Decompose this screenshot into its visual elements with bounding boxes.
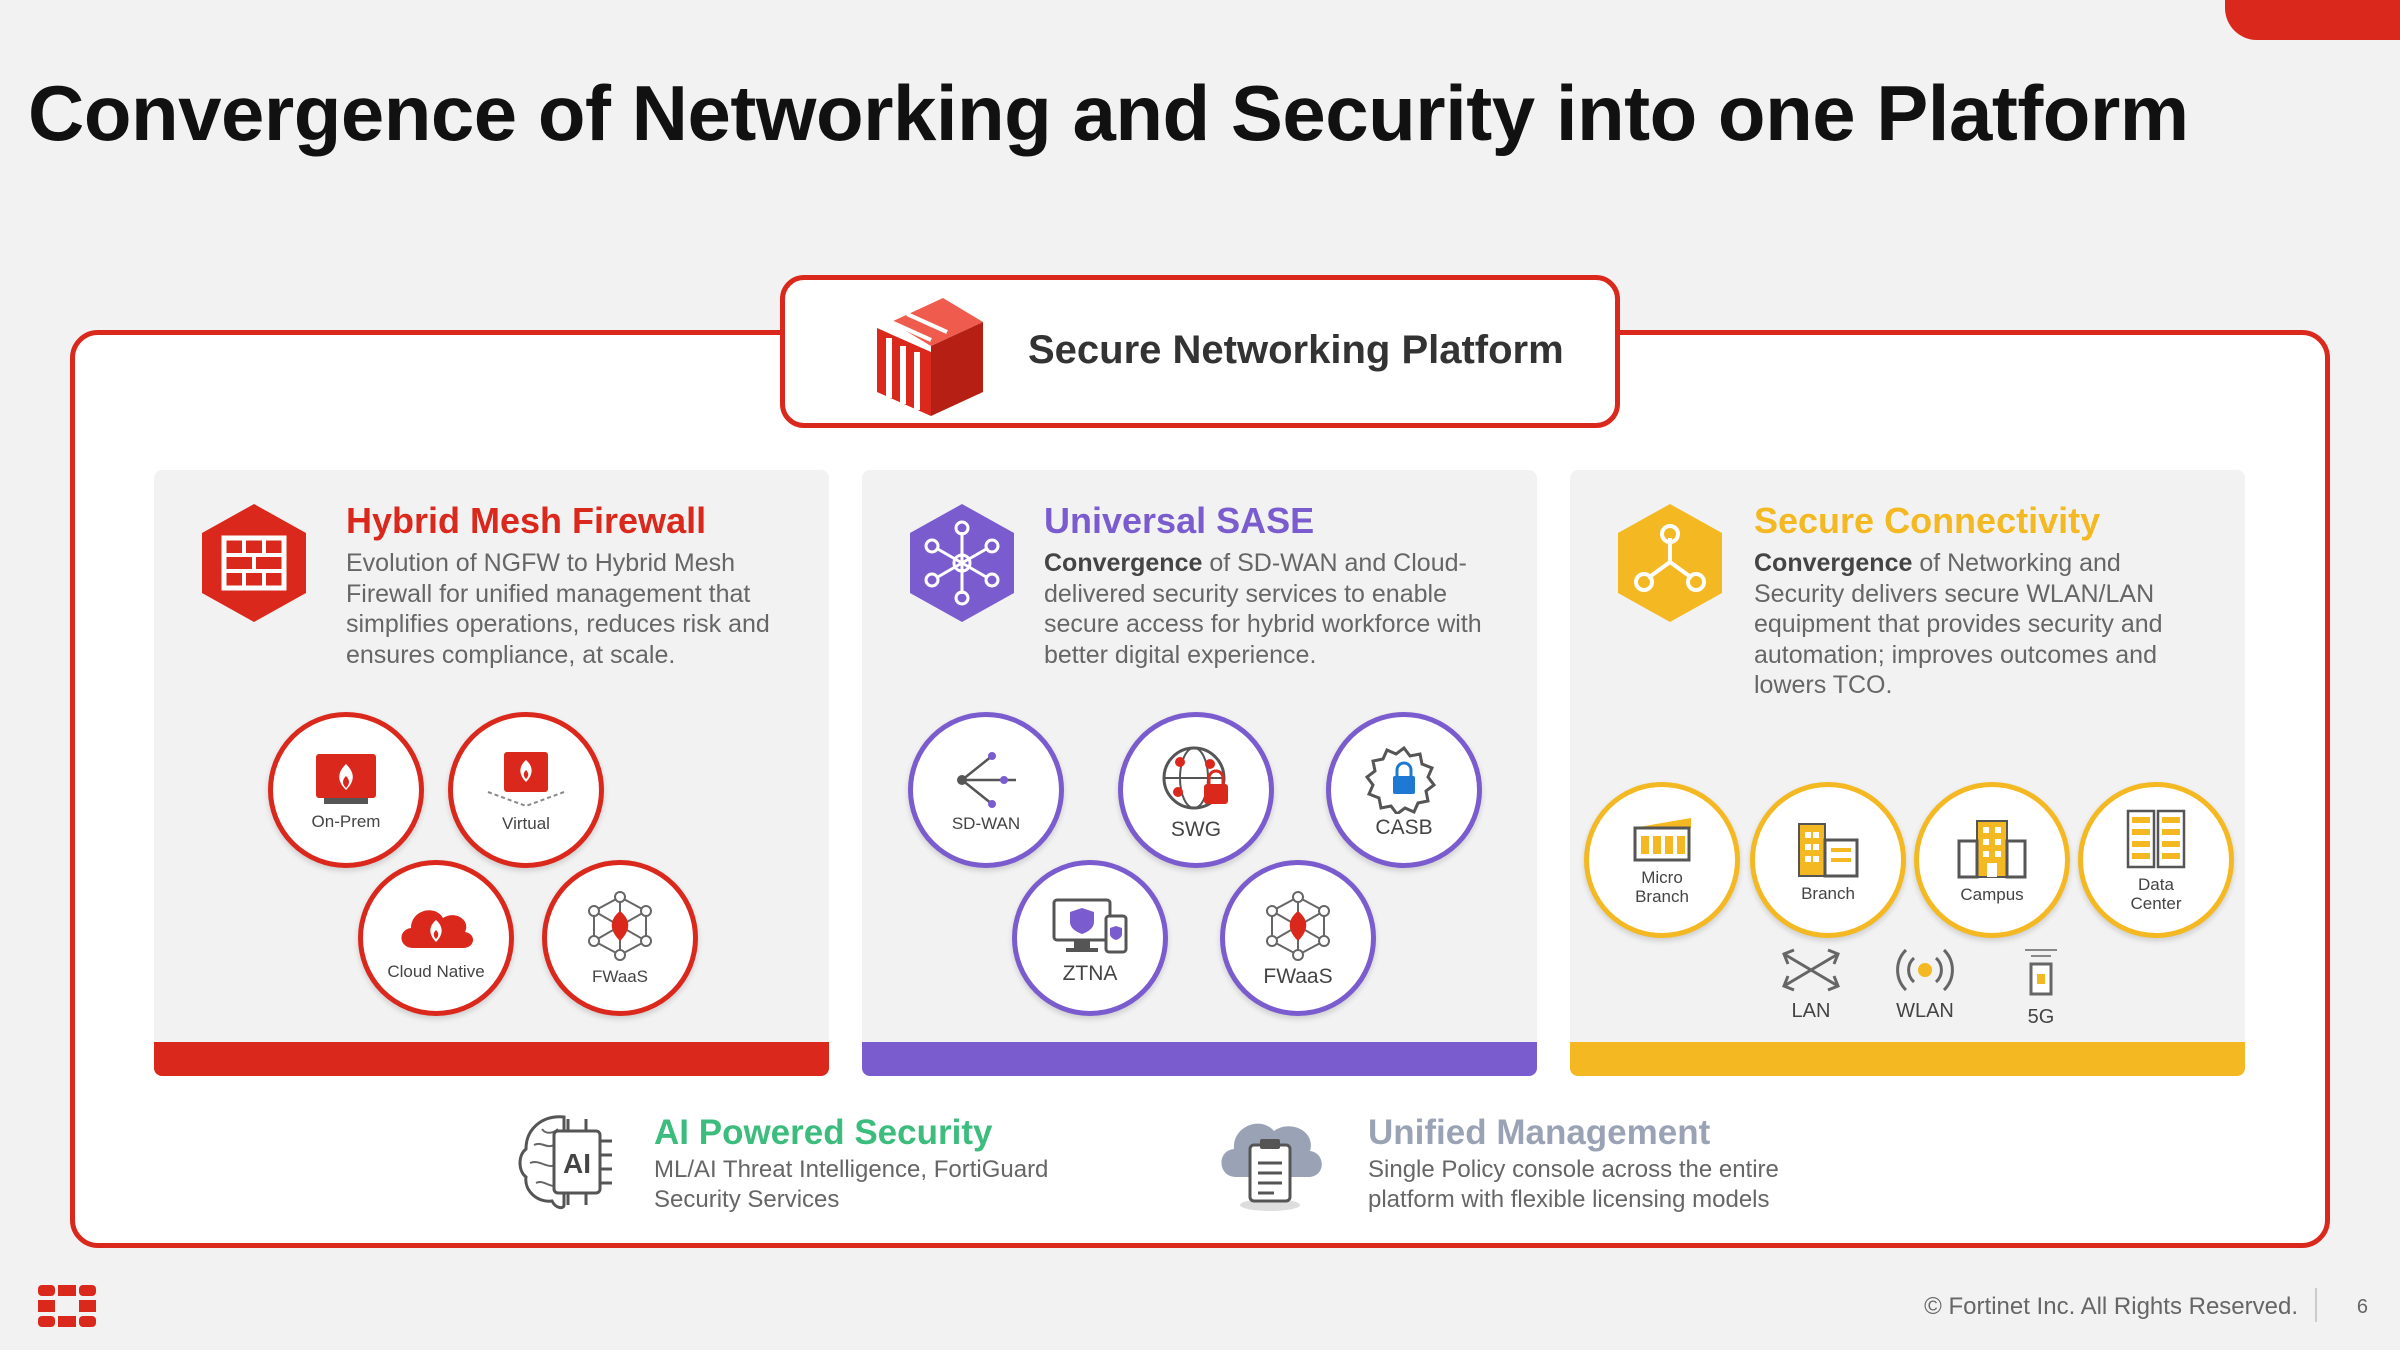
location-branch: Branch (1750, 782, 1906, 938)
secure-web-gateway-icon (1162, 746, 1228, 809)
sase-ztna: ZTNA (1012, 860, 1168, 1016)
pillar-color-bar (862, 1042, 1537, 1076)
access-label: WLAN (1896, 1000, 1954, 1022)
item-label: CASB (1375, 815, 1433, 839)
fortinet-platform-icon (877, 298, 983, 416)
item-label: Micro Branch (1635, 868, 1689, 906)
item-label: SD-WAN (951, 813, 1021, 833)
micro-branch-store-icon (1633, 818, 1691, 862)
sase-swg: SWG (1118, 712, 1274, 868)
access-wlan: WLAN (1870, 946, 1980, 1023)
pillar-color-bar (1570, 1042, 2245, 1076)
wlan-wifi-icon (1896, 948, 1954, 992)
pillar-hybrid-mesh-firewall: Hybrid Mesh Firewall Evolution of NGFW t… (154, 470, 829, 1076)
location-campus: Campus (1914, 782, 2070, 938)
platform-title: Secure Networking Platform (1028, 328, 1564, 372)
branch-building-icon (1798, 822, 1859, 877)
virtual-firewall-icon (487, 751, 565, 807)
access-lan: LAN (1756, 946, 1866, 1023)
item-label: FWaaS (591, 966, 649, 986)
pillar-description: Evolution of NGFW to Hybrid Mesh Firewal… (346, 549, 770, 669)
pillar-description: Convergence of Networking and Security d… (1754, 549, 2163, 699)
campus-buildings-icon (1957, 819, 2027, 878)
access-5g: 5G (1986, 946, 2096, 1029)
footer-divider (2315, 1288, 2317, 1322)
page-number: 6 (2356, 1296, 2368, 1318)
on-prem-firewall-icon (316, 753, 376, 804)
cloud-firewall-icon (401, 909, 474, 948)
item-label: Data Center (2130, 875, 2182, 913)
sase-casb: CASB (1326, 712, 1482, 868)
ai-brain-icon: AI (518, 1115, 612, 1210)
svg-text:AI: AI (563, 1148, 591, 1179)
sd-wan-branch-icon (957, 751, 1016, 808)
corner-accent-tab (2225, 0, 2400, 40)
pillar-secure-connectivity: Secure Connectivity Convergence of Netwo… (1570, 470, 2245, 1076)
connection-nodes-icon (1618, 504, 1722, 622)
fortinet-logo-icon (38, 1285, 96, 1327)
unified-management: Unified Management Single Policy console… (1212, 1105, 1832, 1225)
ztna-device-shield-icon (1052, 898, 1128, 953)
casb-gear-lock-icon (1365, 745, 1437, 814)
location-data-center: Data Center (2078, 782, 2234, 938)
deployment-cloud-native: Cloud Native (358, 860, 514, 1016)
cloud-clipboard-icon (1221, 1123, 1322, 1211)
item-label: Branch (1801, 883, 1855, 903)
item-label: Cloud Native (387, 961, 485, 981)
location-micro-branch: Micro Branch (1584, 782, 1740, 938)
ai-powered-security: AI AI Powered Security ML/AI Threat Inte… (512, 1105, 1132, 1225)
deployment-fwaas: FWaaS (542, 860, 698, 1016)
item-label: On-Prem (311, 811, 381, 831)
slide-title: Convergence of Networking and Security i… (28, 69, 2189, 157)
deployment-on-prem: On-Prem (268, 712, 424, 868)
item-label: Campus (1960, 884, 2024, 904)
bottom-description: ML/AI Threat Intelligence, FortiGuard Se… (654, 1156, 1049, 1213)
fwaas-mesh-icon (1266, 890, 1330, 961)
pillar-description: Convergence of SD-WAN and Cloud-delivere… (1044, 549, 1482, 669)
bottom-title: Unified Management (1368, 1113, 1711, 1152)
5g-cellular-icon (2025, 949, 2057, 996)
pillar-title: Hybrid Mesh Firewall (346, 500, 707, 541)
item-label: SWG (1170, 817, 1222, 841)
copyright-text: © Fortinet Inc. All Rights Reserved. (1924, 1293, 2298, 1320)
pillar-title: Universal SASE (1044, 500, 1315, 541)
deployment-virtual: Virtual (448, 712, 604, 868)
firewall-icon (202, 504, 306, 622)
bottom-title: AI Powered Security (654, 1113, 993, 1152)
network-hub-icon (910, 504, 1014, 622)
lan-switch-icon (1782, 948, 1840, 992)
data-center-servers-icon (2126, 809, 2186, 869)
pillar-color-bar (154, 1042, 829, 1076)
bottom-description: Single Policy console across the entire … (1368, 1156, 1779, 1213)
item-label: FWaaS (1263, 964, 1333, 988)
item-label: Virtual (502, 813, 550, 833)
item-label: ZTNA (1062, 961, 1118, 985)
platform-header: Secure Networking Platform (780, 275, 1620, 428)
access-label: 5G (2027, 1006, 2055, 1028)
pillar-title: Secure Connectivity (1754, 500, 2101, 541)
fwaas-mesh-icon (588, 890, 652, 961)
sase-fwaas: FWaaS (1220, 860, 1376, 1016)
pillar-universal-sase: Universal SASE Convergence of SD-WAN and… (862, 470, 1537, 1076)
access-label: LAN (1791, 1000, 1831, 1022)
sase-sd-wan: SD-WAN (908, 712, 1064, 868)
